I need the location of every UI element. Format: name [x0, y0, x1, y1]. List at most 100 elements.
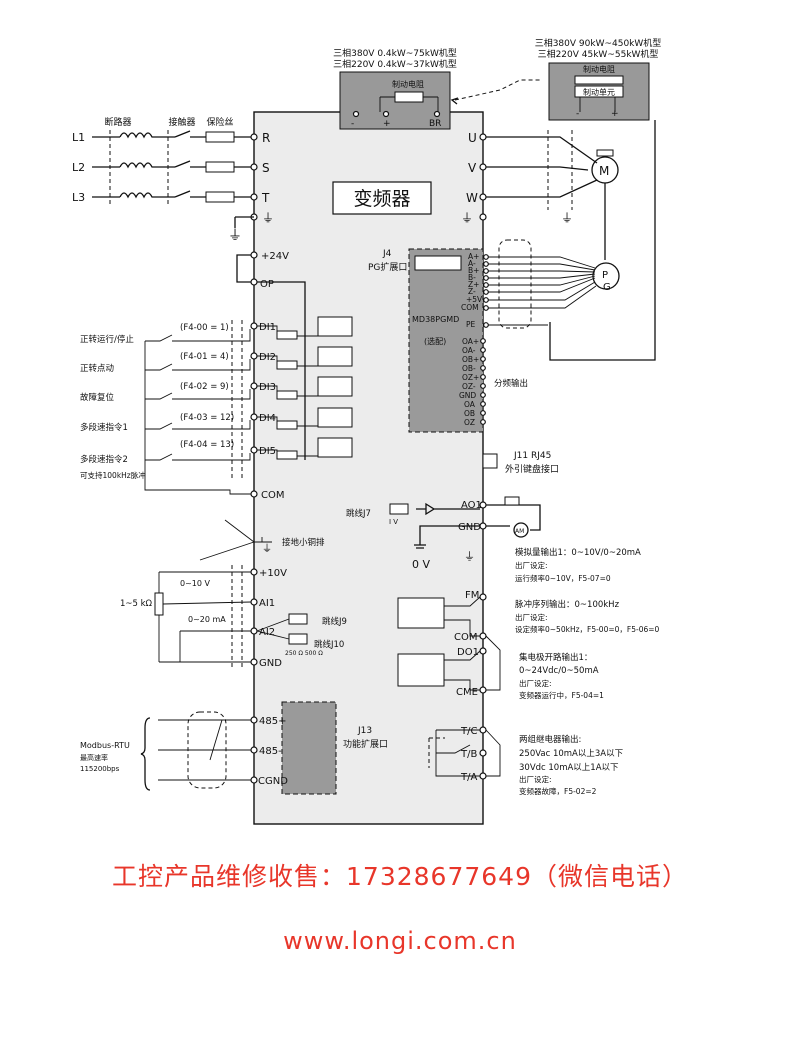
svg-text:(F4-00 = 1): (F4-00 = 1)	[180, 323, 229, 333]
svg-text:L3: L3	[72, 191, 85, 204]
ai2-label: AI2	[259, 627, 275, 638]
pulse-factory: 出厂设定:	[515, 612, 548, 622]
jumper-j10	[288, 633, 308, 645]
j4-title: J4	[382, 249, 392, 259]
motor-label: M	[599, 164, 609, 178]
potentiometer-icon	[154, 592, 164, 616]
pg-input-6: +5V	[466, 295, 483, 304]
svg-text:⏚: ⏚	[561, 211, 573, 225]
brake-resistor-right-label: 制动电阻	[583, 64, 615, 74]
j13-label: 功能扩展口	[343, 738, 388, 750]
pulse-setting: 设定频率0~50kHz，F5-00=0，F5-06=0	[515, 624, 660, 634]
ao-title: 模拟量输出1：0~10V/0~20mA	[515, 547, 641, 558]
ground-bar-label: 接地小铜排	[282, 537, 325, 548]
bus-br: BR	[429, 119, 441, 129]
input-line-2: L2 S	[72, 160, 270, 175]
pg-card-optional: (选配)	[424, 336, 446, 346]
motor-output: U V W ⏚ M ⏚	[461, 130, 619, 260]
jumper-j7-marks: I V	[389, 518, 398, 526]
model-range-small-1: 三相380V 0.4kW~75kW机型	[333, 47, 457, 59]
jumper-j9-label: 跳线J9	[322, 616, 347, 627]
pulse-com-label: COM	[454, 632, 477, 643]
zero-v-label: 0 V	[412, 558, 430, 571]
keypad-label: 外引键盘接口	[505, 463, 559, 475]
fm-label: FM	[465, 590, 479, 601]
do1-optocoupler	[397, 653, 445, 687]
svg-text:U: U	[468, 131, 477, 145]
svg-text:(F4-04 = 13): (F4-04 = 13)	[180, 440, 234, 450]
jumper-j7	[389, 503, 409, 515]
svg-text:W: W	[466, 191, 478, 205]
svg-text:-: -	[576, 109, 579, 119]
comm-speed-label: 最高速率	[80, 753, 108, 762]
svg-text:正转运行/停止: 正转运行/停止	[80, 334, 134, 345]
svg-text:R: R	[262, 131, 270, 145]
rj45-icon	[482, 453, 498, 469]
contactor-label: 接触器	[168, 116, 195, 128]
brake-unit-label: 制动单元	[583, 87, 615, 97]
cgnd-label: CGND	[258, 776, 288, 787]
ao-factory: 出厂设定:	[515, 560, 548, 570]
brake-unit-symbol	[574, 85, 624, 98]
bus-plus: +	[383, 119, 391, 129]
comm-speed: 115200bps	[80, 765, 120, 773]
input-line-1: L1 R	[72, 130, 270, 145]
relay-spec1: 250Vac 10mA以上3A以下	[519, 749, 624, 759]
svg-text:多段速指令2: 多段速指令2	[80, 454, 128, 465]
pg-input-7: COM	[461, 303, 479, 312]
jumper-j10-label: 跳线J10	[314, 639, 344, 650]
divider-output-label: 分频输出	[494, 378, 528, 389]
jumper-j7-label: 跳线J7	[346, 508, 371, 519]
svg-text:DI5: DI5	[259, 446, 276, 457]
svg-text:T: T	[261, 191, 270, 205]
ground-icon: ⏚	[262, 211, 274, 225]
t485m-label: 485-	[259, 746, 282, 757]
op-label: OP	[260, 279, 274, 290]
ao-setting: 运行频率0~10V，F5-07=0	[515, 573, 611, 583]
model-range-small-2: 三相220V 0.4kW~37kW机型	[333, 58, 457, 70]
svg-text:DI3: DI3	[259, 382, 276, 393]
svg-text:DI1: DI1	[259, 322, 276, 333]
pg-input-8: PE	[466, 320, 476, 329]
pg-input-2: B+	[468, 266, 479, 275]
svg-text:⏚: ⏚	[464, 550, 475, 563]
ta-label: T/A	[460, 772, 477, 783]
pg-output-1: OA-	[462, 346, 476, 355]
fuse-label: 保险丝	[206, 116, 233, 128]
pg-card-model: MD38PGMD	[412, 315, 459, 324]
do1-label: DO1	[457, 647, 479, 658]
pg-output-2: OB+	[462, 355, 479, 364]
j4-label: PG扩展口	[368, 261, 407, 273]
pg-output-7: OA	[464, 400, 476, 409]
svg-text:(F4-03 = 12): (F4-03 = 12)	[180, 413, 234, 423]
pulse-title: 脉冲序列输出：0~100kHz	[515, 599, 620, 610]
di5-note: 可支持100kHz脉冲	[80, 470, 146, 480]
brake-resistor-label: 制动电阻	[392, 79, 424, 89]
v10-label: +10V	[259, 568, 287, 579]
svg-text:L2: L2	[72, 161, 85, 174]
bus-minus: -	[351, 119, 354, 129]
comm-protocol: Modbus-RTU	[80, 741, 130, 750]
pg-encoder-wires	[483, 239, 620, 329]
pg-input-0: A+	[468, 252, 479, 261]
v24-label: +24V	[261, 251, 289, 262]
svg-text:正转点动: 正转点动	[80, 363, 115, 374]
pg-p-label: P	[602, 270, 608, 281]
digital-input-4: 多段速指令1 (F4-03 = 12) DI4	[80, 407, 353, 433]
oc-spec: 0~24Vdc/0~50mA	[519, 666, 599, 676]
oc-title: 集电极开路输出1：	[519, 652, 592, 663]
website-link[interactable]: www.longi.com.cn	[283, 927, 517, 955]
cme-label: CME	[456, 687, 478, 698]
relay-setting: 变频器故障，F5-02=2	[519, 786, 597, 796]
tb-label: T/B	[460, 749, 477, 760]
jumper-j9	[288, 613, 308, 625]
svg-text:DI4: DI4	[259, 413, 276, 424]
svg-text:(F4-02 = 9): (F4-02 = 9)	[180, 382, 229, 392]
pg-output-5: OZ-	[462, 382, 476, 391]
v-range-label: 0~10 V	[180, 579, 211, 588]
keypad-title: J11 RJ45	[513, 451, 551, 461]
model-range-large-1: 三相380V 90kW~450kW机型	[535, 37, 662, 49]
pg-output-6: GND	[459, 391, 476, 400]
input-line-3: L3 T	[72, 190, 270, 205]
